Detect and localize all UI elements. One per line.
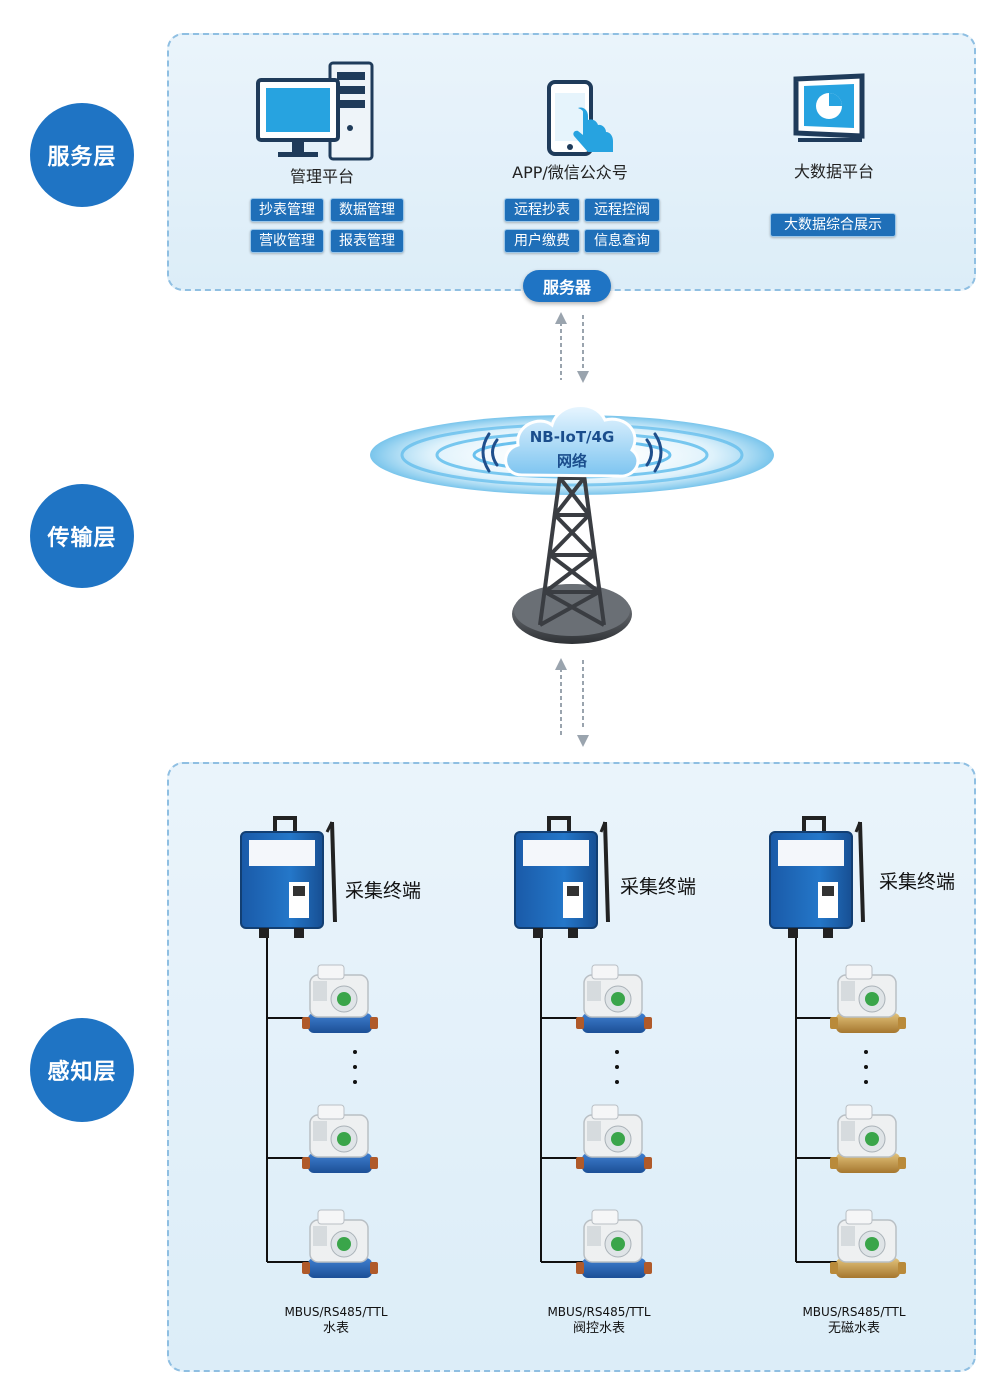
smartphone-icon [547,80,613,156]
computer-icon [256,61,374,161]
tag-info-query: 信息查询 [584,229,660,253]
ellipsis-dots [353,1050,868,1084]
water-meter-icon [830,1209,906,1278]
arrow-down-upper [577,371,589,383]
meter-caption-1-line1: MBUS/RS485/TTL [284,1305,388,1319]
terminal-group-2 [514,816,610,1263]
signal-waves-icon [481,432,663,473]
meter-caption-1-line2: 水表 [322,1321,349,1336]
collector-terminal-icon [769,816,865,938]
tag-remote-reading: 远程抄表 [504,198,580,222]
water-meter-icon [576,1104,652,1173]
tag-bigdata-display: 大数据综合展示 [770,213,896,237]
arrow-up-lower [555,658,567,670]
meter-caption-2-line2: 阀控水表 [572,1321,625,1336]
terminal-group-1 [240,816,337,1263]
monitor-chart-icon [793,73,865,142]
tag-remote-valve: 远程控阀 [584,198,660,222]
layer-badge-perception: 感知层 [30,1018,134,1122]
tag-revenue-mgmt: 营收管理 [250,229,324,253]
terminal-label-1: 采集终端 [345,880,422,902]
terminal-label-3: 采集终端 [879,871,956,893]
tag-report-mgmt: 报表管理 [330,229,404,253]
collector-terminal-icon [514,816,610,938]
water-meter-icon [576,964,652,1033]
collector-terminal-icon [240,816,337,938]
layer-badge-service: 服务层 [30,103,134,207]
platform-title-management: 管理平台 [289,167,354,186]
meter-caption-3-line2: 无磁水表 [827,1321,880,1336]
meter-caption-3-line1: MBUS/RS485/TTL [802,1305,906,1319]
network-label-line2: 网络 [556,452,587,470]
arrow-up-upper [555,312,567,324]
platform-title-bigdata: 大数据平台 [793,162,874,181]
server-badge: 服务器 [523,270,611,302]
platform-title-app: APP/微信公众号 [512,163,628,182]
network-label-line1: NB-IoT/4G [529,428,615,446]
arrows-lower [560,660,584,736]
tag-user-payment: 用户缴费 [504,229,580,253]
terminal-label-2: 采集终端 [620,876,697,898]
tower-icon [538,474,606,627]
water-meter-icon [576,1209,652,1278]
cloud-icon [504,404,640,478]
tag-meter-reading-mgmt: 抄表管理 [250,198,324,222]
water-meter-icon [302,1209,378,1278]
layer-badge-transport: 传输层 [30,484,134,588]
water-meter-icon [302,964,378,1033]
arrow-down-lower [577,735,589,747]
water-meter-icon [302,1104,378,1173]
water-meters [302,964,906,1278]
terminal-group-3 [769,816,865,1263]
meter-caption-2-line1: MBUS/RS485/TTL [547,1305,651,1319]
tag-data-mgmt: 数据管理 [330,198,404,222]
water-meter-icon [830,964,906,1033]
arrows-upper [560,315,584,380]
water-meter-icon [830,1104,906,1173]
